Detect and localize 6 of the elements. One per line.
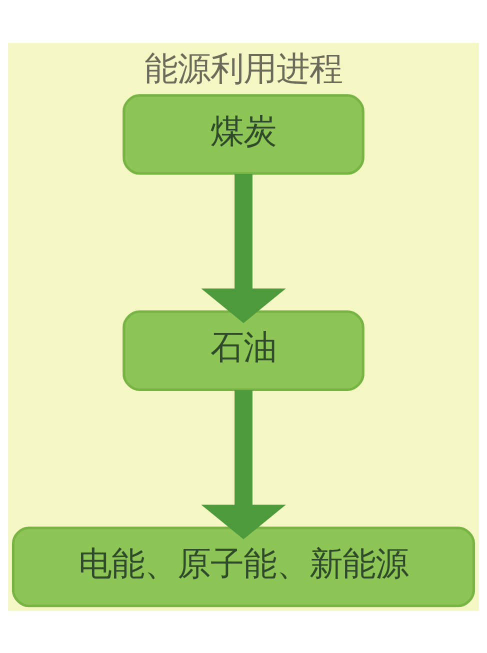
node-box: 电能、原子能、新能源 — [12, 526, 476, 607]
node-box: 石油 — [122, 310, 364, 390]
diagram-title: 能源利用进程 — [144, 48, 342, 88]
node-box: 煤炭 — [122, 94, 364, 174]
arrow — [201, 390, 286, 539]
arrow — [201, 173, 286, 323]
